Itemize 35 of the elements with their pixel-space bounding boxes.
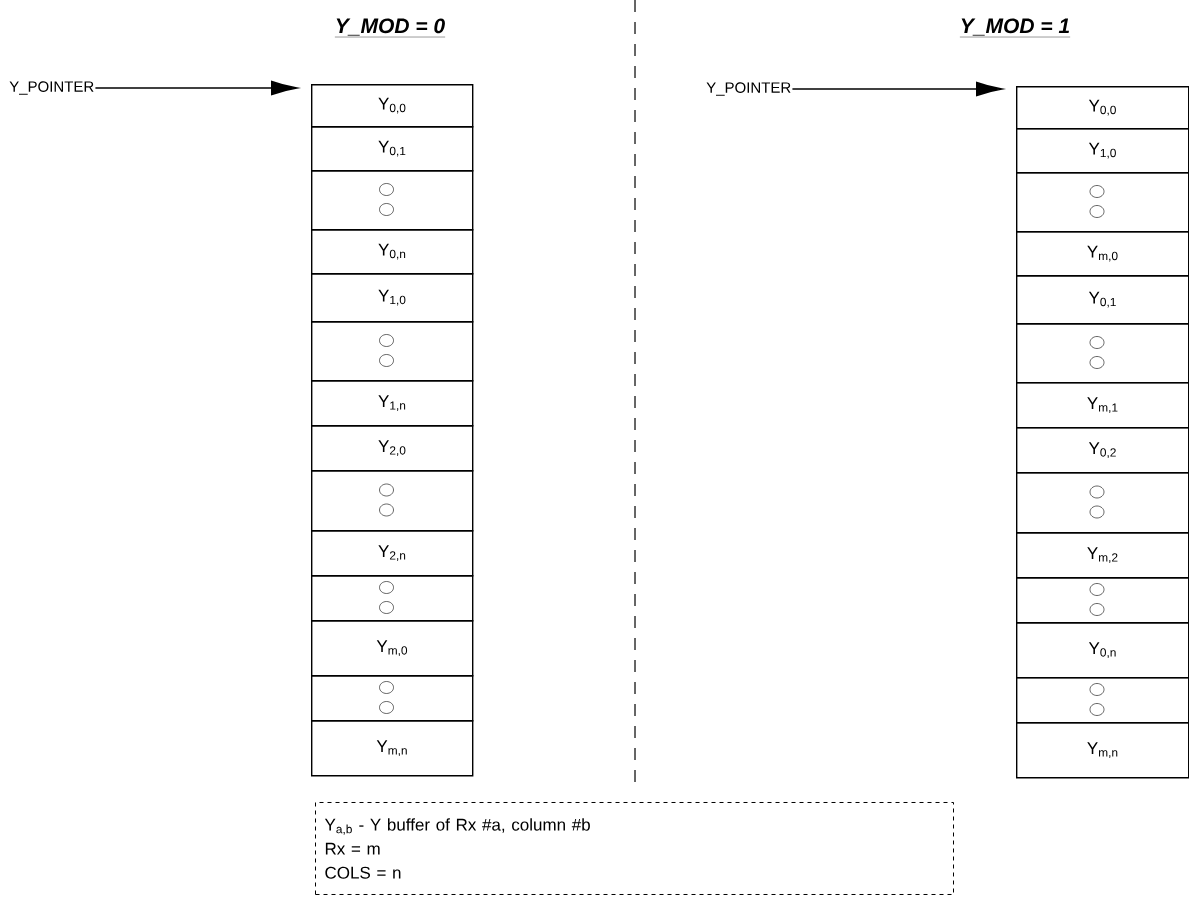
memory-cell: Y$_{1,0}$ <box>1016 128 1189 174</box>
ellipsis-cell <box>1016 677 1189 724</box>
ellipsis-cell <box>311 575 474 622</box>
memory-cell: Y$_{0,1}$ <box>311 126 474 172</box>
memory-cell: Y$_{m,n}$ <box>1016 722 1189 779</box>
memory-cell: Y$_{m,0}$ <box>1016 231 1189 277</box>
ellipsis-cell <box>311 321 474 382</box>
pointer-label: Y_POINTER <box>706 82 791 96</box>
memory-cell: Y$_{0,0}$ <box>311 84 474 128</box>
memory-cell: Y$_{2,n}$ <box>311 530 474 577</box>
ellipsis-cell <box>1016 323 1189 384</box>
memory-cell: Y$_{m,2}$ <box>1016 532 1189 579</box>
memory-cell: Y$_{0,1}$ <box>1016 275 1189 325</box>
memory-cell: Y$_{m,n}$ <box>311 720 474 777</box>
memory-cell: Y$_{0,0}$ <box>1016 86 1189 130</box>
heading: Y_MOD = 0 <box>334 18 446 38</box>
memory-cell: Y$_{1,n}$ <box>311 380 474 427</box>
ellipsis-cell <box>1016 577 1189 624</box>
ellipsis-cell <box>311 470 474 532</box>
memory-cell: Y$_{m,1}$ <box>1016 382 1189 429</box>
ellipsis-cell <box>311 675 474 722</box>
memory-cell: Y$_{0,2}$ <box>1016 427 1189 474</box>
ellipsis-cell <box>311 170 474 231</box>
heading: Y_MOD = 1 <box>959 18 1071 38</box>
memory-cell: Y$_{2,0}$ <box>311 425 474 472</box>
memory-cell: Y$_{1,0}$ <box>311 273 474 323</box>
arrow <box>791 81 1003 97</box>
pointer-label: Y_POINTER <box>9 81 94 95</box>
ellipsis-cell <box>1016 172 1189 233</box>
arrow <box>94 80 298 96</box>
memory-cell: Y$_{m,0}$ <box>311 620 474 677</box>
memory-cell: Y$_{0,n}$ <box>311 229 474 275</box>
ellipsis-cell <box>1016 472 1189 534</box>
memory-cell: Y$_{0,n}$ <box>1016 622 1189 679</box>
note-box: Y$_{a,b}$ - Y buffer of Rx #a, column #b Rx = m COLS = n <box>315 802 954 895</box>
